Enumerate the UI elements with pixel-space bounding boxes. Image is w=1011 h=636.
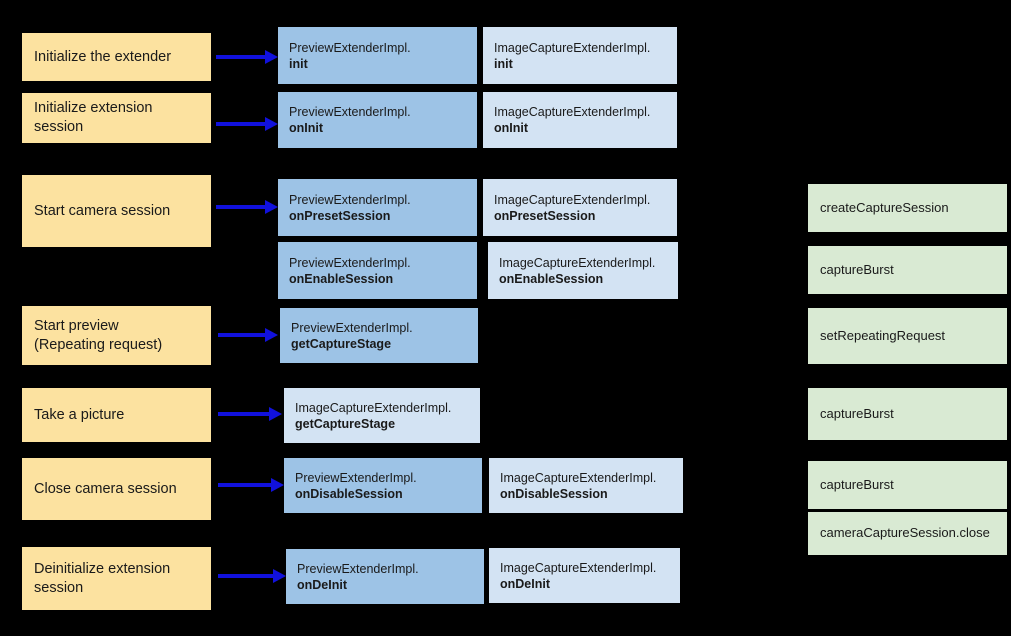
imagecapture-method-name: onInit [494, 121, 529, 135]
preview-class-name: PreviewExtenderImpl. [289, 105, 411, 119]
arrow-head [269, 407, 282, 421]
camera2-cameracapturesessionclose-box[interactable]: cameraCaptureSession.close [808, 512, 1007, 555]
camera2-captureburst-capture-box[interactable]: captureBurst [808, 388, 1007, 440]
imagecapture-init-box[interactable]: ImageCaptureExtenderImpl. init [483, 27, 677, 84]
imagecapture-class-name: ImageCaptureExtenderImpl. [499, 255, 656, 270]
arrow-head [265, 50, 278, 64]
stage-take-picture[interactable]: Take a picture [22, 388, 211, 442]
preview-method-name: getCaptureStage [291, 336, 392, 351]
preview-onpresetsession-box[interactable]: PreviewExtenderImpl. onPresetSession [278, 179, 477, 236]
imagecapture-class-name: ImageCaptureExtenderImpl. [295, 400, 452, 415]
imagecapture-onpresetsession-box[interactable]: ImageCaptureExtenderImpl. onPresetSessio… [483, 179, 677, 236]
preview-method-name: onDeInit [297, 577, 347, 592]
imagecapture-method-name: getCaptureStage [295, 416, 396, 431]
stage-start-camera-session[interactable]: Start camera session [22, 175, 211, 247]
camera2-label: createCaptureSession [820, 199, 949, 215]
preview-getcapturestage-box[interactable]: PreviewExtenderImpl. getCaptureStage [280, 308, 478, 363]
preview-method-name: onEnableSession [289, 271, 394, 286]
stage-deinitialize-session[interactable]: Deinitialize extension session [22, 547, 211, 610]
camera2-label: captureBurst [820, 405, 894, 421]
preview-ondeinit-box[interactable]: PreviewExtenderImpl. onDeInit [286, 549, 484, 604]
preview-class-name: PreviewExtenderImpl. [289, 255, 411, 270]
arrow-head [265, 328, 278, 342]
preview-class-name: PreviewExtenderImpl. [291, 320, 413, 335]
arrow-shaft [218, 483, 272, 487]
camera2-label: captureBurst [820, 476, 894, 492]
stage-label-line1: Close camera session [34, 480, 177, 497]
imagecapture-getcapturestage-box[interactable]: ImageCaptureExtenderImpl. getCaptureStag… [284, 388, 480, 443]
preview-method-name: init [289, 56, 308, 71]
camera2-label: setRepeatingRequest [820, 327, 946, 343]
imagecapture-method-name: init [494, 56, 513, 71]
camera2-captureburst-disable-box[interactable]: captureBurst [808, 461, 1007, 509]
imagecapture-method-name: onDisableSession [500, 486, 608, 501]
imagecapture-class-name: ImageCaptureExtenderImpl. [494, 192, 651, 207]
imagecapture-ondeinit-box[interactable]: ImageCaptureExtenderImpl. onDeInit [489, 548, 680, 603]
preview-oninit-box[interactable]: PreviewExtenderImpl. onInit [278, 92, 477, 148]
stage-initialize-session[interactable]: Initialize extension session [22, 93, 211, 143]
imagecapture-onenablesession-box[interactable]: ImageCaptureExtenderImpl. onEnableSessio… [488, 242, 678, 299]
preview-class-name: PreviewExtenderImpl. [297, 561, 419, 576]
arrow-shaft [216, 122, 266, 126]
stage-label-line1: Deinitialize extension [34, 560, 171, 577]
stage-label-line2: session [34, 579, 84, 596]
imagecapture-oninit-box[interactable]: ImageCaptureExtenderImpl. onInit [483, 92, 677, 148]
imagecapture-class-name: ImageCaptureExtenderImpl. [494, 40, 651, 55]
preview-class-name: PreviewExtenderImpl. [289, 192, 411, 207]
preview-class-name: PreviewExtenderImpl. [289, 40, 411, 55]
stage-label-line2: session [34, 119, 84, 135]
arrow-shaft [218, 333, 266, 337]
arrow-shaft [216, 55, 266, 59]
stage-label-line1: Take a picture [34, 406, 125, 423]
camera2-setrepeatingrequest-box[interactable]: setRepeatingRequest [808, 308, 1007, 364]
imagecapture-method-name: onEnableSession [499, 271, 604, 286]
arrow-head [265, 200, 278, 214]
camera2-createcapturesession-box[interactable]: createCaptureSession [808, 184, 1007, 232]
stage-label-line1: Start preview [34, 317, 119, 334]
stage-initialize-extender[interactable]: Initialize the extender [22, 33, 211, 81]
imagecapture-class-name: ImageCaptureExtenderImpl. [500, 560, 657, 575]
stage-close-camera-session[interactable]: Close camera session [22, 458, 211, 520]
arrow-head [271, 478, 284, 492]
preview-method-name: onInit [289, 121, 324, 135]
camera2-label: cameraCaptureSession.close [820, 525, 990, 541]
stage-label-line1: Initialize extension [34, 100, 153, 117]
imagecapture-ondisablesession-box[interactable]: ImageCaptureExtenderImpl. onDisableSessi… [489, 458, 683, 513]
preview-ondisablesession-box[interactable]: PreviewExtenderImpl. onDisableSession [284, 458, 482, 513]
camera2-label: captureBurst [820, 261, 894, 277]
arrow-shaft [216, 205, 266, 209]
preview-onenablesession-box[interactable]: PreviewExtenderImpl. onEnableSession [278, 242, 477, 299]
imagecapture-class-name: ImageCaptureExtenderImpl. [494, 105, 651, 119]
preview-method-name: onDisableSession [295, 486, 403, 501]
arrow-shaft [218, 574, 274, 578]
arrow-head [265, 117, 278, 131]
arrow-head [273, 569, 286, 583]
imagecapture-class-name: ImageCaptureExtenderImpl. [500, 470, 657, 485]
stage-label-line1: Start camera session [34, 202, 171, 219]
preview-class-name: PreviewExtenderImpl. [295, 470, 417, 485]
arrow-shaft [218, 412, 270, 416]
stage-start-preview[interactable]: Start preview (Repeating request) [22, 306, 211, 365]
imagecapture-method-name: onDeInit [500, 576, 550, 591]
imagecapture-method-name: onPresetSession [494, 208, 596, 223]
preview-method-name: onPresetSession [289, 208, 391, 223]
preview-init-box[interactable]: PreviewExtenderImpl. init [278, 27, 477, 84]
camera2-captureburst-enable-box[interactable]: captureBurst [808, 246, 1007, 294]
stage-label-line2: (Repeating request) [34, 336, 163, 353]
stage-label-line1: Initialize the extender [34, 48, 172, 65]
